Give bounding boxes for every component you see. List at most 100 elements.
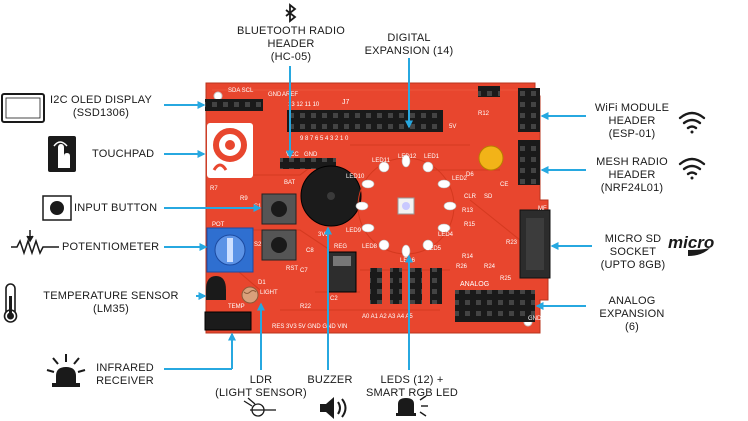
silk-gnd: GND	[268, 92, 282, 98]
light-sensor-icon	[243, 397, 276, 417]
silk-c7: C7	[300, 268, 308, 274]
silk-clr: CLR	[464, 194, 477, 200]
silk-temp: TEMP	[228, 304, 245, 310]
silk-led5: LED5	[426, 246, 442, 252]
silk-led11: LED11	[372, 158, 391, 164]
thermometer-icon	[3, 283, 18, 323]
silk-vcc: VCC	[286, 152, 299, 158]
input-button-part	[261, 193, 297, 225]
capacitor-part	[478, 145, 504, 171]
silk-sd: SD	[484, 194, 493, 200]
label-infrared: INFRARED RECEIVER	[96, 362, 154, 387]
label-leds: LEDS (12) + SMART RGB LED	[365, 374, 459, 399]
silk-c8: C8	[306, 248, 314, 254]
silk-led4: LED4	[438, 232, 454, 238]
label-mesh: MESH RADIO HEADER (NRF24L01)	[596, 156, 668, 194]
led-ring	[355, 154, 457, 258]
silk-led10: LED10	[346, 174, 365, 180]
analog-expansion-header	[455, 290, 535, 322]
label-sd: MICRO SD SOCKET (UPTO 8GB)	[600, 233, 666, 271]
label-wifi: WiFi MODULE HEADER (ESP-01)	[594, 102, 670, 140]
small-top-header	[478, 86, 500, 97]
oled-header	[205, 99, 263, 111]
silk-r22: R22	[300, 304, 312, 310]
speaker-icon	[320, 397, 347, 419]
silk-a-pins: A0 A1 A2 A3 A4 A5	[362, 314, 413, 320]
touchpad-pad	[207, 123, 253, 178]
wifi-icon	[678, 157, 706, 180]
microsd-socket	[519, 209, 551, 279]
led-bulb-icon	[396, 395, 428, 417]
potentiometer-icon	[11, 230, 59, 256]
microsd-logo-icon: micro	[668, 233, 714, 256]
label-digital: DIGITAL EXPANSION (14)	[364, 32, 454, 57]
regulator-part	[327, 251, 357, 293]
silk-power: RES 3V3 5V GND GND VIN	[272, 324, 347, 330]
wifi-icon	[678, 111, 706, 134]
silk-led2: LED2	[452, 176, 468, 182]
silk-d6: D6	[466, 172, 474, 178]
silk-s2: S2	[254, 242, 262, 248]
reset-button-part	[261, 229, 297, 261]
label-ldr: LDR (LIGHT SENSOR)	[215, 374, 307, 399]
silk-pin-row: 13 12 11 10	[288, 102, 320, 108]
silk-r13: R13	[462, 208, 474, 214]
silk-3v3: 3V3	[318, 232, 329, 238]
silk-r12: R12	[478, 111, 490, 117]
silk-pot: POT	[212, 222, 225, 228]
silk-analog: ANALOG	[460, 281, 489, 288]
potentiometer-part	[206, 227, 254, 273]
label-analog: ANALOG EXPANSION (6)	[599, 295, 665, 333]
label-temperature: TEMPERATURE SENSOR (LM35)	[43, 290, 179, 315]
silk-d1: D1	[258, 280, 266, 286]
input-button-icon	[42, 195, 72, 221]
temperature-sensor-part	[206, 276, 226, 300]
silk-reg: REG	[334, 244, 347, 250]
bluetooth-icon	[285, 3, 297, 23]
ldr-part	[241, 286, 259, 304]
silk-bat: BAT	[284, 180, 296, 186]
label-input-button: INPUT BUTTON	[74, 202, 158, 214]
silk-r23: R23	[506, 240, 518, 246]
silk-led6: LED6	[400, 258, 416, 264]
silk-gnd-rg: GND	[304, 152, 318, 158]
silk-5v: 5V	[449, 124, 456, 130]
silk-light: LIGHT	[260, 290, 278, 296]
silk-c2: C2	[330, 296, 338, 302]
jumper-blocks	[370, 268, 442, 304]
silk-rst: RST	[286, 266, 298, 272]
buzzer-part	[300, 165, 362, 227]
label-touchpad: TOUCHPAD	[92, 148, 155, 160]
label-potentiometer: POTENTIOMETER	[62, 241, 160, 253]
silk-r15: R15	[464, 222, 476, 228]
silk-led9: LED9	[346, 228, 362, 234]
touch-hand-icon	[48, 136, 76, 172]
oled-display-icon	[1, 93, 45, 123]
silk-d-pins: 9 8 7 6 5 4 3 2 1 0	[300, 136, 349, 142]
label-oled: I2C OLED DISPLAY (SSD1306)	[50, 94, 153, 119]
silk-led12: LED12	[398, 154, 417, 160]
wifi-header	[518, 88, 540, 132]
label-buzzer: BUZZER	[307, 374, 353, 386]
silk-ce: CE	[500, 182, 508, 188]
silk-led1: LED1	[424, 154, 440, 160]
silk-sda-scl: SDA SCL	[228, 88, 254, 94]
silk-r7: R7	[210, 186, 218, 192]
svg-text:micro: micro	[668, 233, 714, 252]
digital-expansion-header	[287, 110, 443, 132]
mesh-header	[518, 140, 540, 185]
bluetooth-header	[280, 158, 336, 169]
callout-arrows	[164, 58, 592, 370]
silk-r9: R9	[240, 196, 248, 202]
silk-led8: LED8	[362, 244, 378, 250]
silk-mf: MF	[538, 206, 547, 212]
silk-gnd-analog: GND	[528, 316, 542, 322]
silk-r25: R25	[500, 276, 512, 282]
silk-r14: R14	[462, 254, 474, 260]
label-bluetooth: BLUETOOTH RADIO HEADER (HC-05)	[237, 25, 345, 63]
infrared-receiver-icon	[46, 354, 86, 387]
silk-j7: J7	[342, 99, 350, 106]
silk-r26: R26	[456, 264, 468, 270]
silk-r24: R24	[484, 264, 496, 270]
